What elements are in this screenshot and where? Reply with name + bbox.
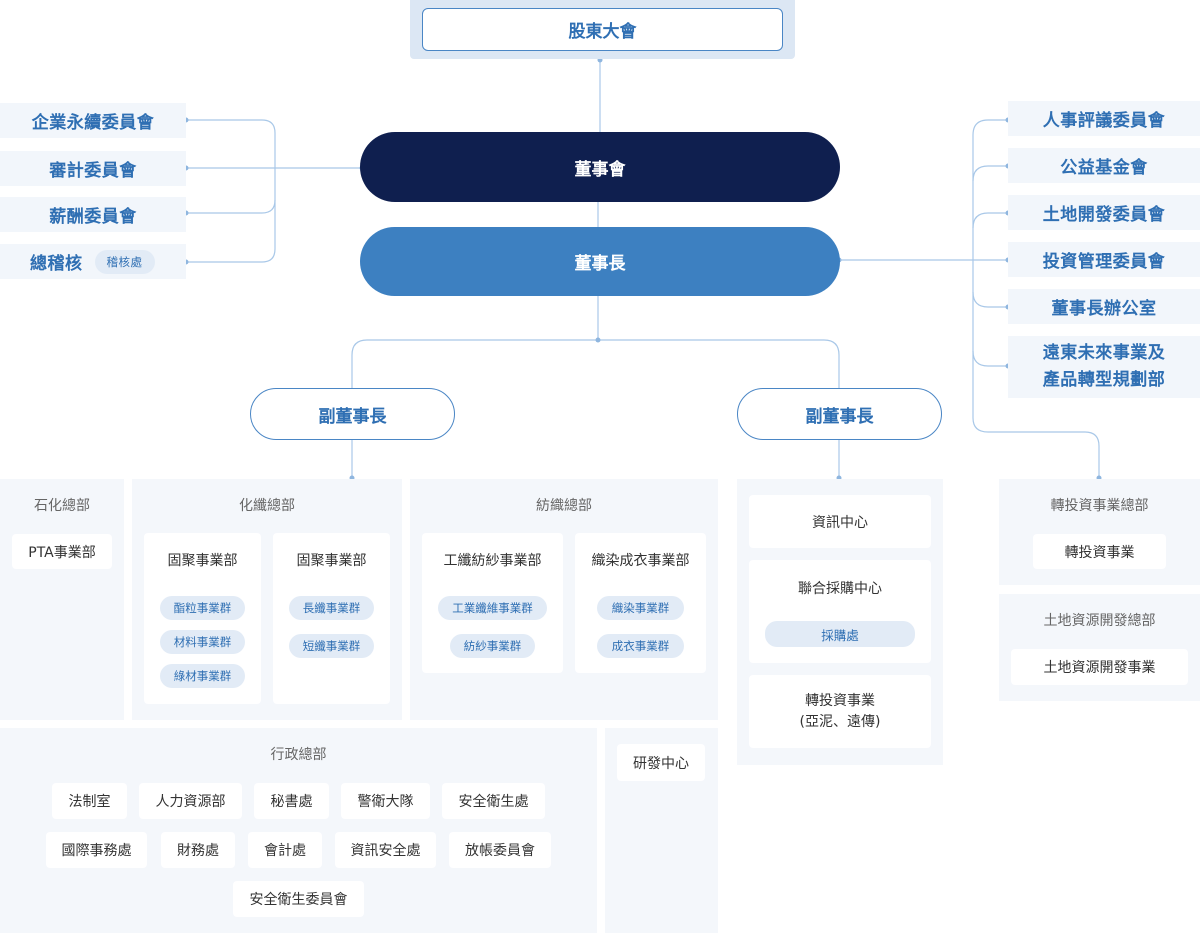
chief-auditor-label: 總稽核 (30, 254, 83, 274)
chief-auditor[interactable]: 總稽核 稽核處 (0, 244, 186, 279)
rd-panel: 研發中心 (605, 728, 718, 933)
pta-division[interactable]: PTA事業部 (12, 534, 112, 569)
personnel-review-committee[interactable]: 人事評議委員會 (1008, 101, 1200, 136)
textile-group-1-1[interactable]: 工業纖維事業群 (438, 596, 547, 620)
textile-unit-2[interactable]: 織染成衣事業部 織染事業群 成衣事業群 (575, 533, 706, 673)
secretariat[interactable]: 秘書處 (254, 783, 329, 819)
joint-purchasing-center[interactable]: 聯合採購中心 採購處 (749, 560, 931, 663)
chemfiber-group-1-3[interactable]: 綠材事業群 (160, 664, 245, 688)
remuneration-committee[interactable]: 薪酬委員會 (0, 197, 186, 232)
textile-hq-panel: 紡織總部 工纖紡紗事業部 工業纖維事業群 紡紗事業群 織染成衣事業部 織染事業群… (410, 479, 718, 720)
petrochemical-hq-panel: 石化總部 PTA事業部 (0, 479, 124, 720)
admin-hq-panel: 行政總部 法制室 人力資源部 秘書處 警衛大隊 安全衛生處 國際事務處 財務處 … (0, 728, 597, 933)
reinvestment-business-box[interactable]: 轉投資事業 (亞泥、遠傳) (749, 675, 931, 748)
chemfiber-group-1-1[interactable]: 酯粒事業群 (160, 596, 245, 620)
shareholders-meeting[interactable]: 股東大會 (422, 8, 783, 51)
legal-office[interactable]: 法制室 (52, 783, 127, 819)
chemfiber-unit-1[interactable]: 固聚事業部 酯粒事業群 材料事業群 綠材事業群 (144, 533, 261, 704)
chemfiber-unit-2[interactable]: 固聚事業部 長纖事業群 短纖事業群 (273, 533, 390, 704)
safety-health-committee[interactable]: 安全衛生委員會 (233, 881, 364, 917)
vice-chairman-left[interactable]: 副董事長 (250, 388, 455, 440)
textile-group-2-2[interactable]: 成衣事業群 (597, 634, 684, 658)
land-hq-title: 土地資源開發總部 (1043, 613, 1156, 629)
chemfiber-unit-1-name: 固聚事業部 (167, 553, 238, 569)
board-of-directors[interactable]: 董事會 (360, 132, 840, 202)
investment-management-committee[interactable]: 投資管理委員會 (1008, 242, 1200, 277)
investment-business[interactable]: 轉投資事業 (1033, 534, 1166, 569)
vice-right-panel: 資訊中心 聯合採購中心 採購處 轉投資事業 (亞泥、遠傳) (737, 479, 943, 765)
security-brigade[interactable]: 警衛大隊 (341, 783, 430, 819)
textile-group-1-2[interactable]: 紡紗事業群 (450, 634, 535, 658)
information-center[interactable]: 資訊中心 (749, 495, 931, 548)
future-business-planning-dept[interactable]: 遠東未來事業及 產品轉型規劃部 (1008, 336, 1200, 398)
investment-hq-panel: 轉投資事業總部 轉投資事業 (999, 479, 1200, 585)
textile-group-2-1[interactable]: 織染事業群 (597, 596, 684, 620)
chemfiber-group-2-1[interactable]: 長纖事業群 (289, 596, 374, 620)
safety-health-office[interactable]: 安全衛生處 (442, 783, 545, 819)
info-security-office[interactable]: 資訊安全處 (335, 832, 436, 868)
finance-office[interactable]: 財務處 (161, 832, 235, 868)
purchasing-office-badge[interactable]: 採購處 (765, 621, 915, 647)
land-hq-panel: 土地資源開發總部 土地資源開發事業 (999, 594, 1200, 701)
chemical-fiber-hq-panel: 化纖總部 固聚事業部 酯粒事業群 材料事業群 綠材事業群 固聚事業部 長纖事業群… (132, 479, 402, 720)
chairman[interactable]: 董事長 (360, 227, 840, 296)
international-affairs-office[interactable]: 國際事務處 (46, 832, 147, 868)
textile-hq-title: 紡織總部 (536, 498, 592, 514)
textile-unit-1[interactable]: 工纖紡紗事業部 工業纖維事業群 紡紗事業群 (422, 533, 563, 673)
land-development-business[interactable]: 土地資源開發事業 (1011, 649, 1188, 685)
future-business-line1: 遠東未來事業及 (1042, 343, 1166, 363)
investment-hq-title: 轉投資事業總部 (1050, 498, 1149, 514)
vice-chairman-right[interactable]: 副董事長 (737, 388, 942, 440)
joint-purchasing-center-name: 聯合採購中心 (798, 581, 882, 597)
future-business-line2: 產品轉型規劃部 (1042, 370, 1166, 390)
petrochemical-hq-title: 石化總部 (34, 498, 90, 514)
textile-unit-1-name: 工纖紡紗事業部 (443, 553, 542, 569)
accounting-office[interactable]: 會計處 (248, 832, 322, 868)
textile-unit-2-name: 織染成衣事業部 (591, 553, 690, 569)
audit-office-badge: 稽核處 (94, 249, 155, 274)
rd-center[interactable]: 研發中心 (617, 744, 705, 781)
admin-hq-title: 行政總部 (270, 747, 327, 763)
credit-committee[interactable]: 放帳委員會 (449, 832, 551, 868)
hr-department[interactable]: 人力資源部 (139, 783, 242, 819)
land-development-committee[interactable]: 土地開發委員會 (1008, 195, 1200, 230)
chemfiber-group-2-2[interactable]: 短纖事業群 (289, 634, 374, 658)
chemical-fiber-hq-title: 化纖總部 (239, 498, 295, 514)
reinvestment-business-line1: 轉投資事業 (805, 692, 875, 709)
audit-committee[interactable]: 審計委員會 (0, 151, 186, 186)
chemfiber-unit-2-name: 固聚事業部 (296, 553, 367, 569)
reinvestment-business-line2: (亞泥、遠傳) (799, 713, 881, 730)
chairman-office[interactable]: 董事長辦公室 (1008, 289, 1200, 324)
charity-foundation[interactable]: 公益基金會 (1008, 148, 1200, 183)
sustainability-committee[interactable]: 企業永續委員會 (0, 103, 186, 138)
chemfiber-group-1-2[interactable]: 材料事業群 (160, 630, 245, 654)
